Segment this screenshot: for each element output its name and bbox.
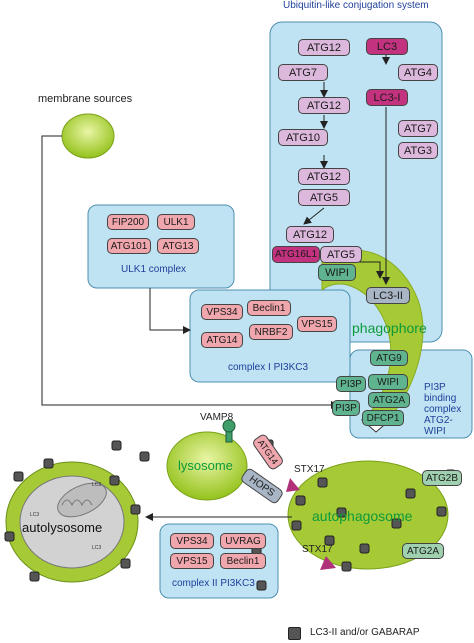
complex-wipi: WIPI: [318, 264, 356, 281]
stx17-bottom-marker: [320, 556, 336, 570]
protein-atg14-1: ATG14: [201, 332, 243, 348]
autophagosome-label: autophagosome: [312, 508, 413, 524]
complex-atg5: ATG5: [320, 246, 362, 263]
pi3p-marker-1: PI3P: [336, 376, 366, 392]
mitochondrion-cristae: [61, 499, 93, 507]
protein-atg5-1: ATG5: [298, 189, 350, 206]
membrane-sources-label: membrane sources: [38, 93, 133, 105]
protein-atg12-3: ATG12: [298, 168, 350, 185]
stx17-top-marker: [286, 478, 300, 492]
legend-square-icon: [288, 627, 301, 640]
legend-label: LC3-II and/or GABARAP: [310, 627, 420, 638]
phagophore-label: phagophore: [352, 320, 427, 336]
protein-atg9: ATG9: [370, 350, 408, 366]
protein-vps34-1: VPS34: [201, 304, 243, 320]
lc3-mark-2: LC3: [30, 512, 40, 518]
mitochondrion-icon: [57, 482, 107, 518]
protein-atg2b: ATG2B: [422, 470, 462, 486]
protein-atg12-1: ATG12: [298, 39, 350, 56]
lc3-mark-3: LC3: [92, 545, 102, 551]
protein-lc3: LC3: [366, 38, 408, 55]
protein-atg10: ATG10: [278, 129, 328, 146]
protein-lc3-i: LC3-I: [366, 89, 408, 106]
vamp8-label: VAMP8: [200, 412, 234, 423]
stx17-top-label: STX17: [294, 464, 325, 475]
protein-atg3: ATG3: [398, 142, 438, 159]
stx17-bottom-label: STX17: [302, 544, 333, 555]
protein-atg12-2: ATG12: [298, 97, 350, 114]
pi3p-label-4: ATG2-WIPI: [424, 415, 453, 437]
protein-lc3-ii: LC3-II: [366, 287, 410, 304]
protein-beclin1-1: Beclin1: [247, 300, 291, 316]
lysosome-shape: [166, 431, 248, 501]
protein-atg2a-2: ATG2A: [402, 543, 444, 559]
protein-atg7-1: ATG7: [278, 64, 328, 81]
protein-dfcp1: DFCP1: [362, 410, 404, 426]
protein-beclin1-2: Beclin1: [220, 553, 266, 569]
lc3-mark-1: LC3: [92, 482, 102, 488]
ulk1-complex-label: ULK1 complex: [121, 264, 187, 275]
protein-vps15-2: VPS15: [170, 553, 214, 569]
conjugation-title: Ubiquitin-like conjugation system: [283, 0, 429, 11]
protein-vps15-1: VPS15: [297, 316, 337, 332]
protein-atg101: ATG101: [107, 238, 151, 254]
pi3p-label-3: complex: [424, 404, 462, 415]
membrane-source-ball: [61, 113, 115, 159]
pi3p-marker-2: PI3P: [332, 400, 360, 416]
autolysosome-label: autolysosome: [22, 520, 103, 535]
pi3kc3-1-label: complex I PI3KC3: [228, 362, 309, 373]
complex-atg16l1: ATG16L1: [272, 246, 320, 263]
complex-atg12: ATG12: [286, 226, 334, 243]
pi3p-label-1: PI3P: [424, 382, 446, 393]
protein-atg4: ATG4: [398, 64, 438, 81]
pi3kc3-2-label: complex II PI3KC3: [172, 578, 255, 589]
protein-ulk1: ULK1: [157, 214, 195, 230]
protein-fip200: FIP200: [107, 214, 149, 230]
protein-atg7-2: ATG7: [398, 120, 438, 137]
lysosome-label: lysosome: [178, 458, 233, 473]
pi3p-label-2: binding: [424, 393, 457, 404]
protein-vps34-2: VPS34: [170, 533, 214, 549]
protein-atg2a-1: ATG2A: [368, 392, 410, 408]
protein-uvrag: UVRAG: [220, 533, 266, 549]
vamp8-head: [222, 419, 236, 433]
arrows: [41, 54, 390, 521]
protein-wipi-2: WIPI: [368, 374, 408, 390]
protein-nrbf2: NRBF2: [249, 324, 293, 340]
protein-atg13: ATG13: [157, 238, 199, 254]
